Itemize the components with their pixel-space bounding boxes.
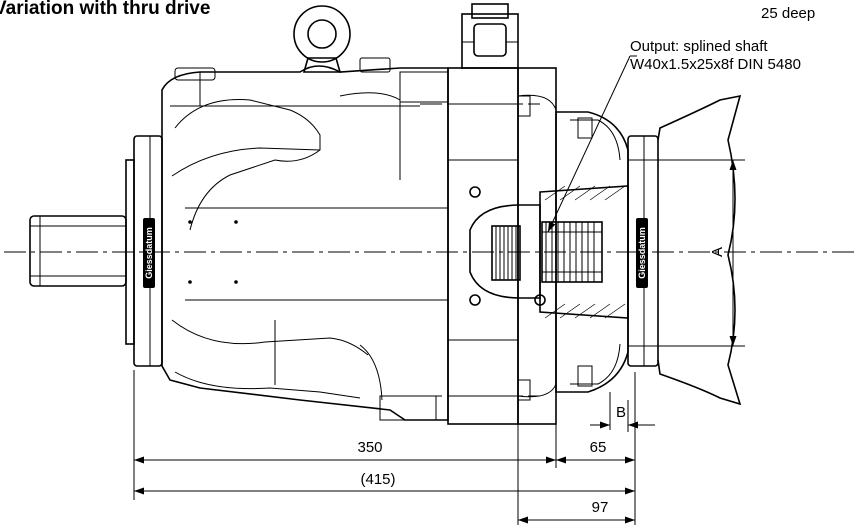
drawing-title: Variation with thru drive (0, 0, 211, 19)
svg-text:(415): (415) (360, 471, 395, 488)
pump-housing (161, 57, 449, 421)
output-note-line2: W40x1.5x25x8f DIN 5480 (630, 56, 801, 73)
dimension-97: 97 (518, 499, 635, 524)
extension-lines (133, 159, 745, 525)
dimension-65: 65 (556, 439, 635, 464)
svg-text:97: 97 (592, 499, 609, 516)
giessdatum-stamp-right: Giessdatum (636, 218, 648, 288)
dimension-b: B (590, 400, 655, 432)
giessdatum-stamp-left: Giessdatum (143, 218, 155, 288)
svg-text:350: 350 (357, 439, 382, 456)
output-note-line1: Output: splined shaft (630, 38, 768, 55)
svg-text:B: B (616, 404, 626, 421)
dimension-a: A (709, 160, 737, 346)
lifting-eye (293, 5, 351, 73)
svg-text:65: 65 (590, 439, 607, 456)
port-block (420, 67, 557, 425)
svg-text:Giessdatum: Giessdatum (144, 227, 154, 279)
svg-text:Giessdatum: Giessdatum (637, 227, 647, 279)
input-shaft (29, 215, 127, 287)
dimension-350: 350 (134, 439, 556, 464)
internal-spline (491, 225, 521, 281)
output-leader (547, 55, 631, 233)
sectioned-coupling (469, 185, 629, 319)
valve-block (461, 3, 519, 69)
dimension-415: (415) (134, 471, 635, 495)
depth-note: 25 deep (761, 5, 816, 22)
svg-text:A: A (709, 247, 726, 257)
output-splined-shaft (541, 221, 603, 283)
